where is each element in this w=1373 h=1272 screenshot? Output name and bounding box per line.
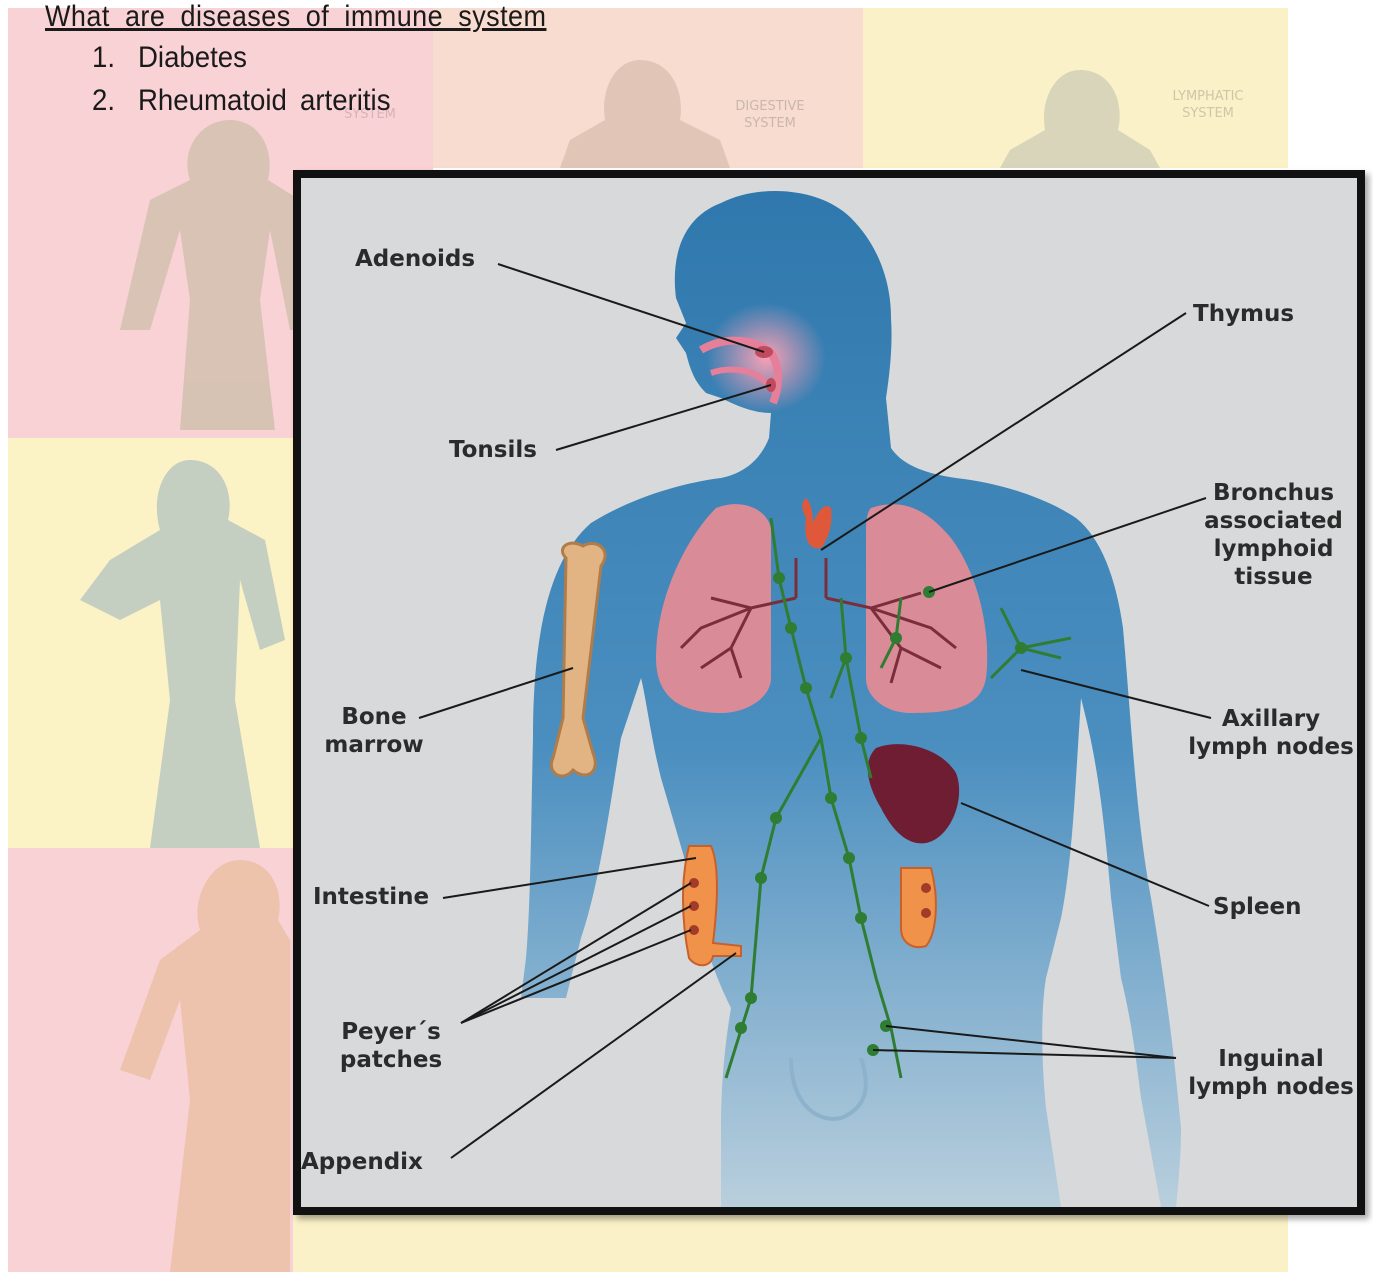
lymphatic-panel-label-2: SYSTEM [1182,106,1234,121]
label-inguinal-line2: lymph nodes [1186,1073,1356,1101]
lymphatic-panel-label-1: LYMPHATIC [1172,89,1243,104]
label-bronchus: Bronchus associated lymphoid tissue [1201,479,1346,591]
slide-heading: What are diseases of immune system [45,0,546,34]
label-bronchus-line3: lymphoid [1201,535,1346,563]
label-bone-line1: Bone [313,703,435,731]
appendix-leader [451,953,736,1158]
label-spleen: Spleen [1213,893,1302,921]
list-item: 1.Diabetes [92,40,390,83]
list-number: 1. [92,40,138,76]
list-number: 2. [92,83,138,119]
label-inguinal: Inguinal lymph nodes [1186,1045,1356,1101]
label-bronchus-line1: Bronchus [1201,479,1346,507]
label-bronchus-line2: associated [1201,507,1346,535]
label-intestine: Intestine [313,883,429,911]
digestive-panel-label-1: DIGESTIVE [735,99,804,114]
immune-system-diagram: Adenoids Tonsils Thymus Bronchus associa… [293,170,1365,1215]
label-axillary: Axillary lymph nodes [1186,705,1356,761]
label-axillary-line2: lymph nodes [1186,733,1356,761]
label-thymus: Thymus [1193,300,1294,328]
list-item-text: Diabetes [138,41,247,74]
label-appendix: Appendix [301,1148,423,1176]
label-inguinal-line1: Inguinal [1186,1045,1356,1073]
intestine-right [901,868,936,947]
tonsils-leader [556,385,771,450]
label-peyers-line1: Peyer´s [331,1018,451,1046]
label-peyers: Peyer´s patches [331,1018,451,1074]
list-item-text: Rheumatoid arteritis [138,84,390,117]
label-bone-marrow: Bone marrow [313,703,435,759]
digestive-panel-label-2: SYSTEM [744,116,796,131]
label-adenoids: Adenoids [355,245,475,273]
label-peyers-line2: patches [331,1046,451,1074]
label-bronchus-line4: tissue [1201,563,1346,591]
label-bone-line2: marrow [313,731,435,759]
muscular-panel [8,438,293,848]
disease-list: 1.Diabetes 2.Rheumatoid arteritis [92,40,416,126]
label-tonsils: Tonsils [449,436,537,464]
throat-glow [706,303,826,413]
bottom-panel-strip [293,1215,1288,1272]
list-item: 2.Rheumatoid arteritis [92,83,390,126]
label-axillary-line1: Axillary [1186,705,1356,733]
